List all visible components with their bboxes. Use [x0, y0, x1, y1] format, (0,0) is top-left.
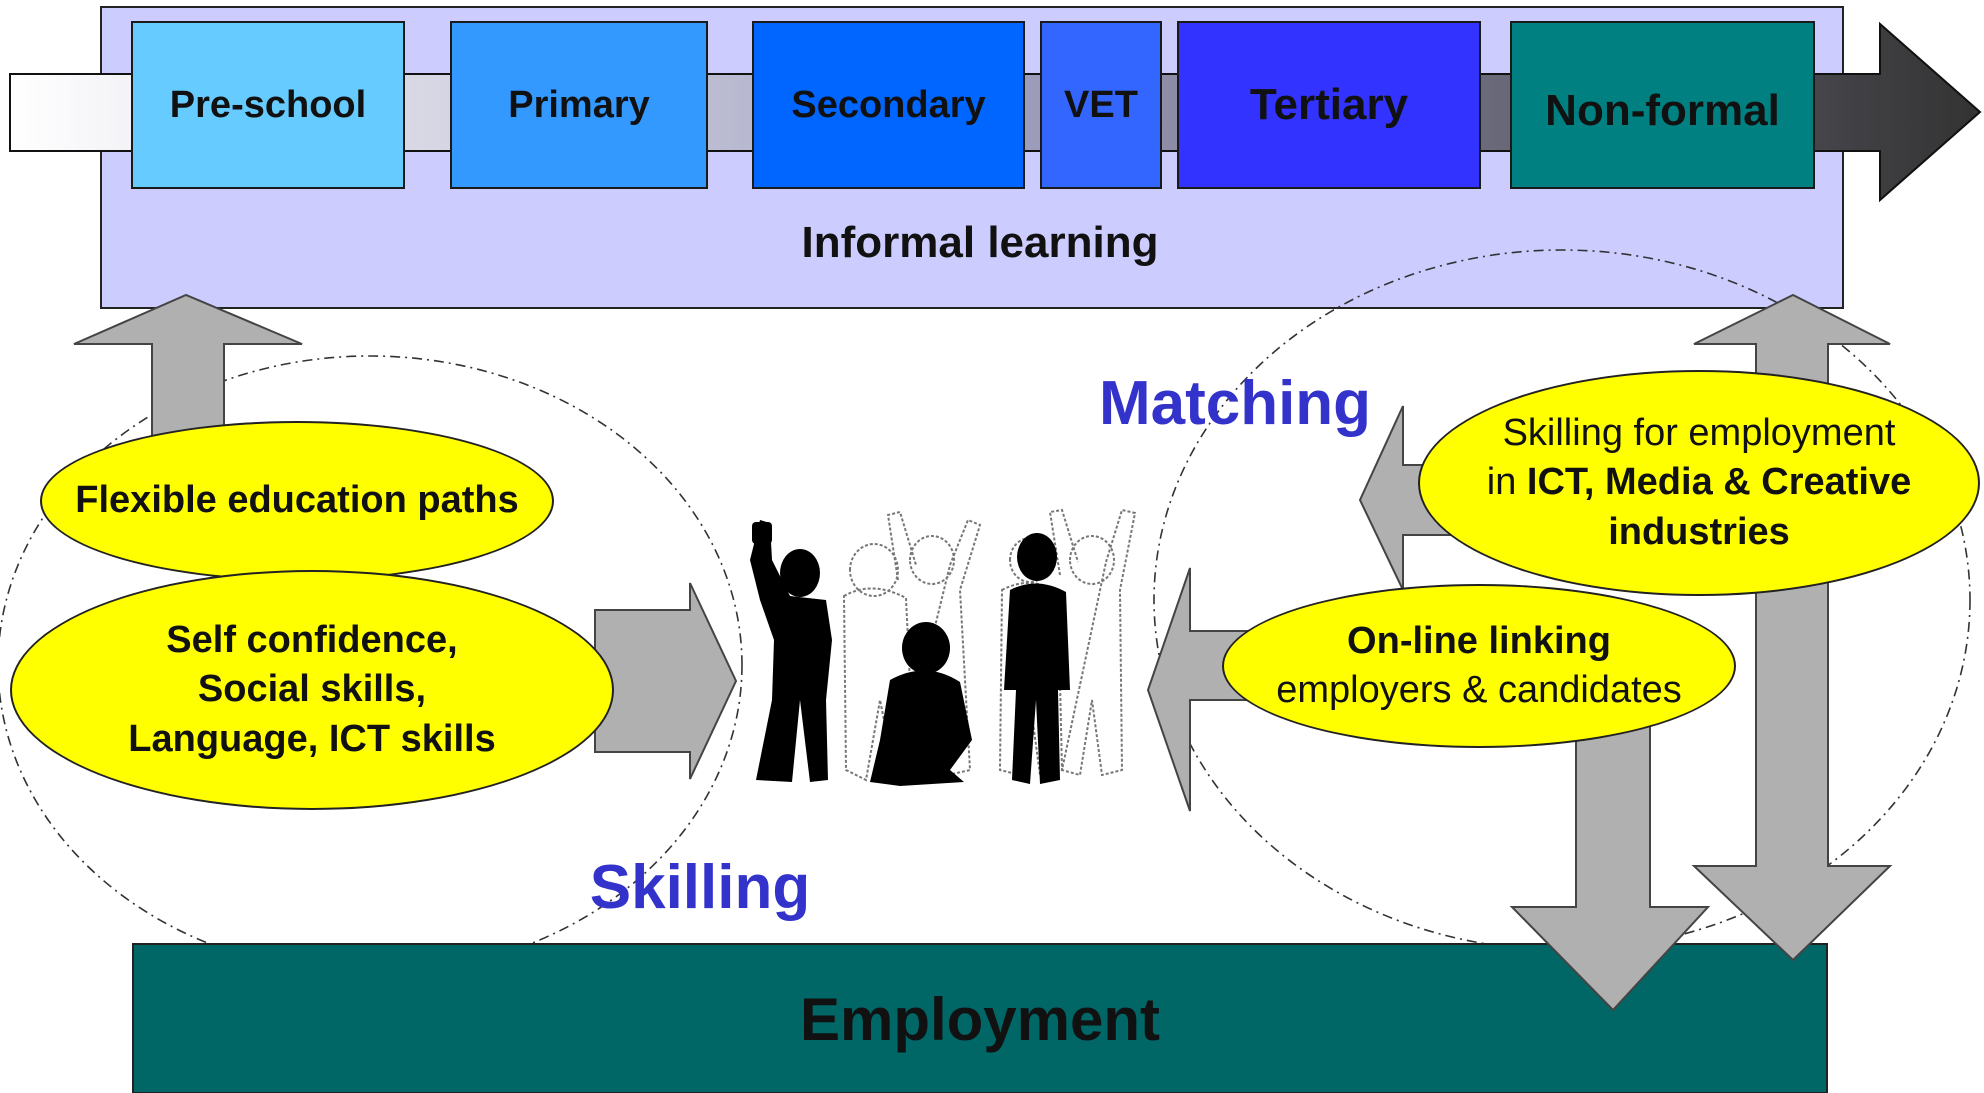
- soft-skills-ellipse: Self confidence, Social skills, Language…: [10, 570, 614, 810]
- online-linking-line1: On-line linking: [1347, 619, 1611, 662]
- stage-vet: VET: [1040, 21, 1162, 189]
- stage-label-primary: Primary: [508, 83, 650, 126]
- employment-band: [132, 943, 1828, 1093]
- skilling-for-employment-ellipse: Skilling for employment in ICT, Media & …: [1418, 370, 1980, 596]
- stage-secondary: Secondary: [752, 21, 1025, 189]
- skilling-for-employment-text: Skilling for employment in ICT, Media & …: [1487, 409, 1911, 557]
- stage-label-pre-school: Pre-school: [169, 83, 367, 126]
- employment-label: Employment: [799, 986, 1161, 1053]
- soft-skills-text: Self confidence, Social skills, Language…: [128, 616, 495, 764]
- stage-label-secondary: Secondary: [791, 83, 986, 126]
- soft-skill-line: Self confidence,: [166, 618, 458, 661]
- flexible-education-paths-ellipse: Flexible education paths: [40, 421, 554, 581]
- line2-bold: ICT, Media & Creative: [1526, 461, 1912, 504]
- soft-skill-line: Social skills,: [197, 668, 427, 711]
- stage-primary: Primary: [450, 21, 708, 189]
- stage-label-non-formal: Non-formal: [1545, 86, 1780, 135]
- stage-tertiary: Tertiary: [1177, 21, 1481, 189]
- skilling-zone-label: Skilling: [589, 853, 811, 922]
- soft-skill-line: Language, ICT skills: [128, 717, 496, 760]
- people-silhouette-illustration: [750, 508, 1137, 786]
- informal-learning-label: Informal learning: [801, 218, 1159, 267]
- stage-pre-school: Pre-school: [131, 21, 405, 189]
- flexible-education-paths-text: Flexible education paths: [75, 479, 519, 522]
- left-arrow-to-people-lower: [1146, 567, 1251, 812]
- skilling-for-employment-line3: industries: [1608, 510, 1790, 553]
- down-arrow-to-employment: [1509, 699, 1711, 1012]
- up-arrow-to-learning: [73, 293, 303, 441]
- matching-zone-label: Matching: [1098, 369, 1372, 438]
- line2-prefix: in: [1486, 461, 1527, 504]
- online-linking-text: On-line linking employers & candidates: [1276, 617, 1682, 716]
- online-linking-ellipse: On-line linking employers & candidates: [1222, 584, 1736, 748]
- skilling-for-employment-line2: in ICT, Media & Creative: [1487, 458, 1911, 507]
- right-arrow-to-people: [594, 582, 738, 780]
- skilling-for-employment-line1: Skilling for employment: [1502, 411, 1896, 454]
- online-linking-line2: employers & candidates: [1276, 669, 1682, 711]
- two-way-arrow-learning-employment: [1691, 293, 1893, 962]
- stage-label-vet: VET: [1064, 83, 1138, 126]
- stage-label-tertiary: Tertiary: [1249, 80, 1409, 129]
- stage-non-formal: Non-formal: [1510, 21, 1815, 189]
